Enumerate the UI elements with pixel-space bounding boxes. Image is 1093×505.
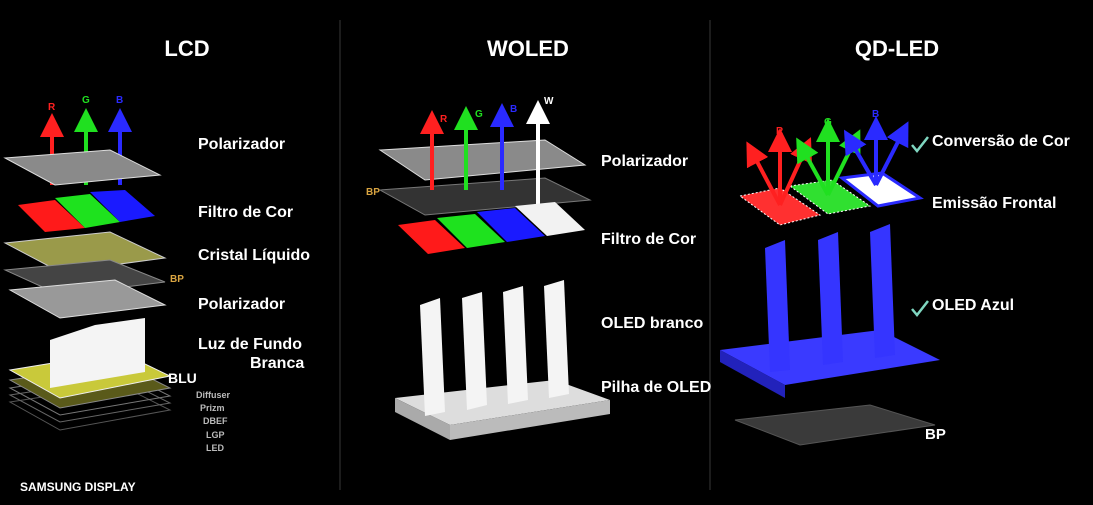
label: R	[776, 126, 784, 137]
label: BP	[366, 187, 380, 198]
label: G	[824, 117, 832, 128]
label: LGP	[206, 430, 225, 440]
bp-layer	[734, 404, 936, 446]
woled-labels: BP Polarizador Filtro de Cor OLED branco…	[366, 153, 711, 396]
label: Filtro de Cor	[601, 231, 696, 248]
rgb-arrows	[746, 116, 909, 206]
polarizer-bottom	[8, 279, 167, 319]
label: B	[116, 95, 123, 106]
polarizer-top	[3, 149, 162, 186]
label: R	[48, 102, 56, 113]
label: Prizm	[200, 403, 225, 413]
label: Cristal Líquido	[198, 247, 310, 264]
label: DBEF	[203, 416, 228, 426]
title-qdled: QD-LED	[855, 36, 939, 61]
liquid-crystal	[3, 231, 167, 273]
white-oled-pillars	[420, 280, 569, 416]
label: R	[440, 114, 448, 125]
label: Conversão de Cor	[932, 133, 1070, 150]
samsung-display-logo: SAMSUNG DISPLAY	[20, 480, 136, 494]
label: LED	[206, 443, 225, 453]
check-icon	[911, 136, 929, 153]
qdled-stack: R G B	[720, 109, 940, 446]
red-qd	[738, 187, 822, 226]
label: Polarizador	[198, 296, 285, 313]
label: B	[872, 109, 879, 120]
title-woled: WOLED	[487, 36, 569, 61]
label: Filtro de Cor	[198, 204, 293, 221]
label: BLU	[168, 370, 197, 386]
green-qd	[788, 179, 872, 215]
white-backlight	[50, 318, 145, 388]
label: OLED branco	[601, 315, 703, 332]
label: B	[510, 104, 517, 115]
blue-oled-pillars	[765, 224, 895, 372]
check-icon	[911, 300, 929, 317]
label: Luz de Fundo	[198, 336, 302, 353]
label: Branca	[250, 355, 304, 372]
polarizer	[378, 139, 587, 181]
lcd-labels: Polarizador Filtro de Cor Cristal Líquid…	[168, 136, 310, 453]
label: OLED Azul	[932, 297, 1014, 314]
label: BP	[925, 426, 946, 443]
woled-stack: R G B W	[378, 96, 610, 440]
label: Diffuser	[196, 390, 231, 400]
label: Polarizador	[198, 136, 285, 153]
label: W	[544, 96, 554, 107]
label: G	[475, 109, 483, 120]
label: Polarizador	[601, 153, 688, 170]
title-lcd: LCD	[164, 36, 209, 61]
label: Emissão Frontal	[932, 195, 1056, 212]
label: G	[82, 95, 90, 106]
label: Pilha de OLED	[601, 379, 711, 396]
qdled-labels: Conversão de Cor Emissão Frontal OLED Az…	[911, 133, 1070, 443]
lcd-stack: R G B	[3, 95, 172, 431]
label: BP	[170, 274, 184, 285]
rgbw-arrows: R G B W	[420, 96, 554, 205]
